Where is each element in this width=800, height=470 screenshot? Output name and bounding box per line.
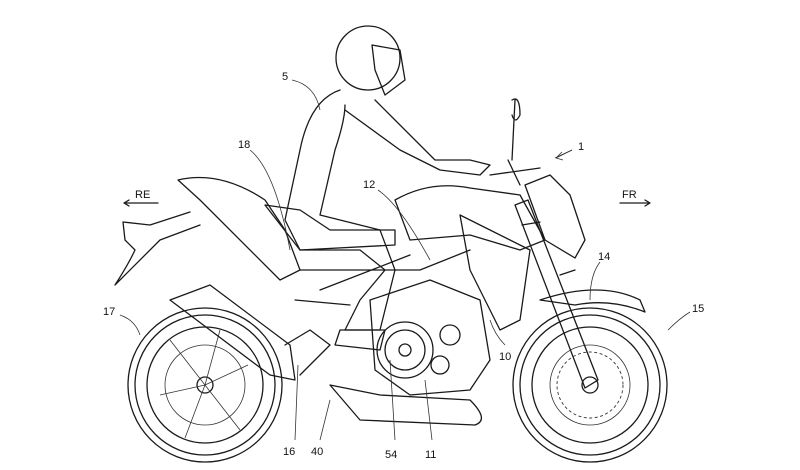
seat <box>264 204 396 251</box>
label-5: 5 <box>282 71 288 83</box>
label-11: 11 <box>425 449 436 461</box>
front-direction-arrow: FR <box>619 189 651 207</box>
muffler <box>169 284 331 381</box>
frame <box>294 249 471 306</box>
engine <box>329 279 491 426</box>
rider-boot <box>334 329 386 351</box>
label-16: 16 <box>283 446 295 458</box>
rear-direction-arrow: RE <box>123 189 159 207</box>
label-18: 18 <box>238 139 250 151</box>
front-fender <box>539 289 646 313</box>
label-1: 1 <box>578 141 584 153</box>
radiator-shroud <box>459 214 531 331</box>
label-54: 54 <box>385 449 397 461</box>
fuel-tank <box>394 185 546 251</box>
label-15: 15 <box>692 303 704 315</box>
front-fork <box>514 199 599 389</box>
rear-wheel <box>127 307 283 463</box>
front-wheel <box>512 289 668 463</box>
label-12: 12 <box>363 179 375 191</box>
svg-text:FR: FR <box>622 189 637 201</box>
rear-fender <box>114 211 201 286</box>
under-cowl <box>329 384 482 426</box>
label-40: 40 <box>311 446 323 458</box>
mirror <box>511 98 521 161</box>
label-10: 10 <box>499 351 511 363</box>
rider <box>284 25 491 351</box>
helmet-visor <box>371 44 406 96</box>
svg-text:RE: RE <box>135 189 150 201</box>
label-17: 17 <box>103 306 115 318</box>
tail-cowl <box>177 176 301 281</box>
label-14: 14 <box>598 251 610 263</box>
handlebar <box>489 159 541 186</box>
